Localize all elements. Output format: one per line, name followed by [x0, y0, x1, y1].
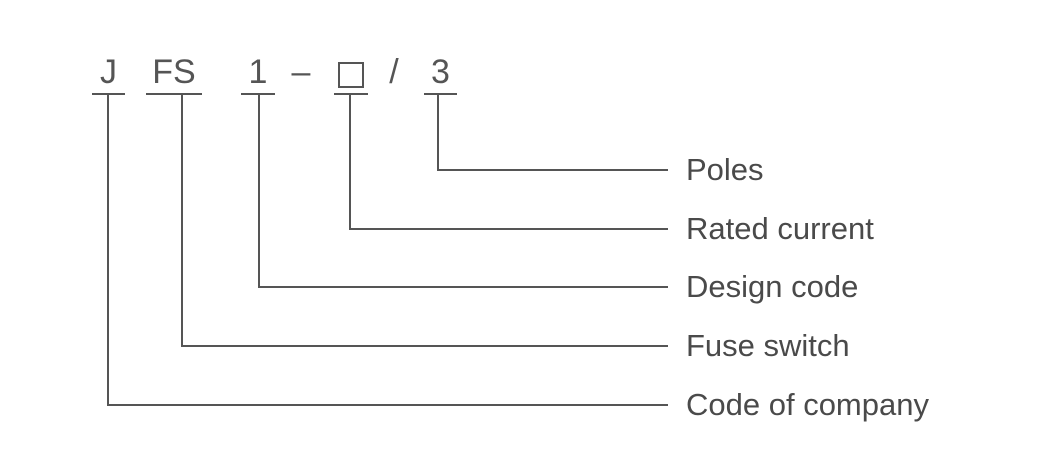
code-design: 1 [248, 53, 268, 91]
label-poles: Poles [686, 152, 764, 187]
label-design-code: Design code [686, 269, 859, 304]
leader-rated-current [349, 94, 668, 230]
code-company: J [100, 53, 117, 91]
rated-current-placeholder-box [338, 62, 364, 88]
code-dash: – [291, 53, 311, 91]
leader-poles [437, 94, 668, 171]
leader-design-code [258, 94, 668, 288]
label-fuse-switch: Fuse switch [686, 328, 850, 363]
leader-fuse-switch [181, 94, 668, 347]
label-company: Code of company [686, 387, 929, 422]
code-poles: 3 [431, 53, 450, 91]
code-fuse-switch: FS [152, 53, 196, 91]
label-rated-current: Rated current [686, 211, 874, 246]
leader-company [107, 94, 668, 406]
code-slash: / [389, 53, 399, 91]
